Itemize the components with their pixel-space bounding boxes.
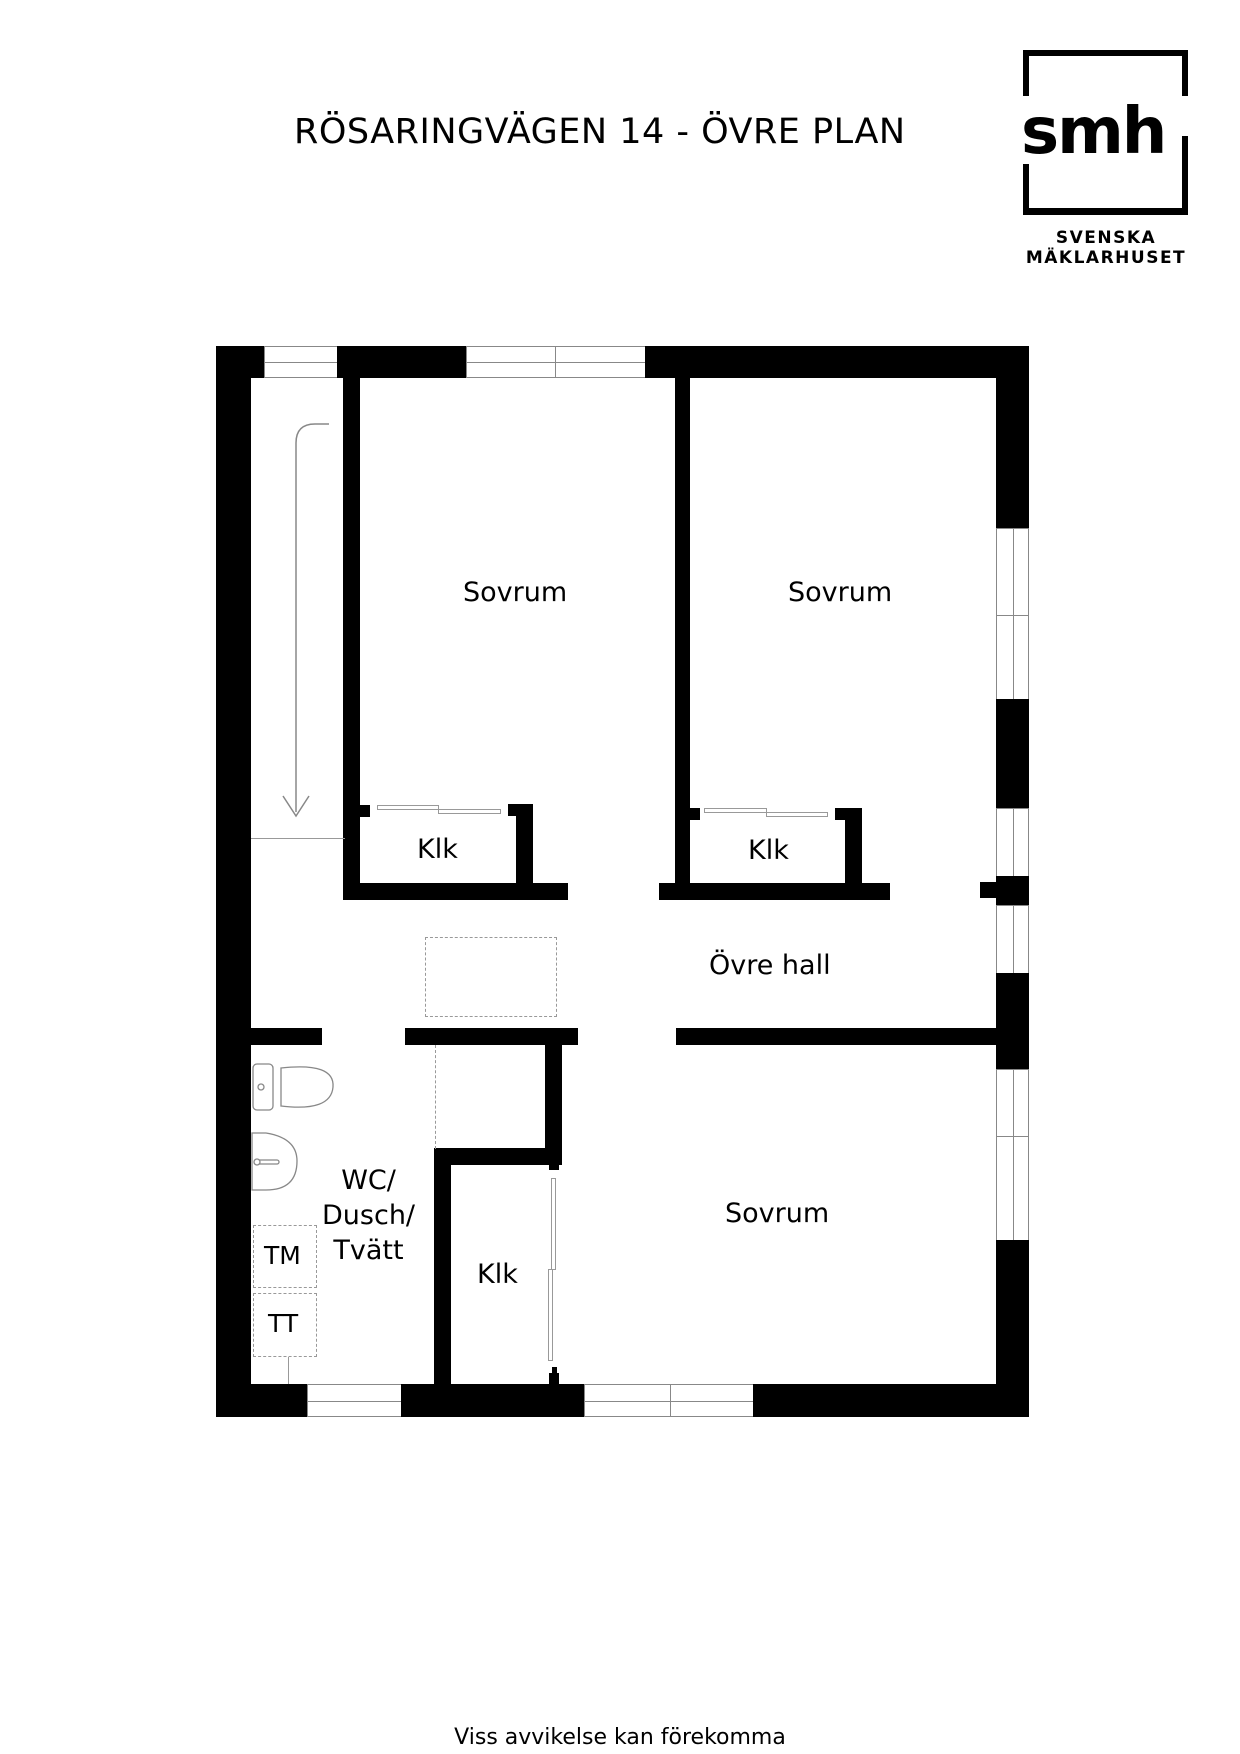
window-top-2 bbox=[466, 346, 646, 378]
closet2-sliding-door-a[interactable] bbox=[704, 808, 767, 813]
room-label-wc: WC/ Dusch/ Tvätt bbox=[322, 1163, 415, 1268]
closet1-door-jamb-r bbox=[508, 804, 520, 816]
window-bottom-1 bbox=[307, 1384, 402, 1417]
logo-line-2: MÄKLARHUSET bbox=[1025, 248, 1187, 268]
closet3-door-jamb-b bbox=[549, 1373, 559, 1385]
wall-stub-right bbox=[980, 882, 1000, 898]
closet2-door-jamb-r bbox=[835, 808, 847, 820]
room-label-klk-2: Klk bbox=[748, 835, 789, 866]
closet3-top-wall bbox=[434, 1148, 562, 1165]
washing-machine bbox=[253, 1225, 317, 1288]
room-label-sovrum-2: Sovrum bbox=[788, 577, 893, 608]
closet1-door-jamb-l bbox=[358, 805, 370, 817]
outer-wall-right-b bbox=[996, 699, 1029, 809]
outer-wall-top-b bbox=[337, 346, 467, 378]
room-label-ovre-hall: Övre hall bbox=[709, 950, 831, 981]
outer-wall-left bbox=[216, 346, 251, 1417]
outer-wall-bottom-b bbox=[401, 1384, 585, 1417]
closet1-right-wall bbox=[516, 804, 533, 900]
hall-bottom-wall bbox=[676, 1028, 996, 1045]
window-bottom-2 bbox=[584, 1384, 754, 1417]
room-label-klk-1: Klk bbox=[417, 834, 458, 865]
stair-arrow-icon bbox=[282, 423, 329, 818]
attic-hatch bbox=[425, 937, 557, 1017]
closet3-sliding-door-b[interactable] bbox=[548, 1269, 553, 1361]
closet1-sliding-door-a[interactable] bbox=[377, 805, 439, 810]
outer-wall-right-d bbox=[996, 973, 1029, 1070]
page-title: RÖSARINGVÄGEN 14 - ÖVRE PLAN bbox=[294, 112, 906, 152]
corridor-wall bbox=[343, 378, 360, 900]
bathroom-top-wall-right bbox=[405, 1028, 578, 1045]
logo-frame-gap bbox=[1182, 96, 1188, 136]
closet2-door-jamb-l bbox=[688, 808, 700, 820]
room-label-wc-line3: Tvätt bbox=[333, 1235, 404, 1266]
window-right-1 bbox=[996, 528, 1029, 700]
logo-wordmark: SVENSKA MÄKLARHUSET bbox=[1016, 228, 1196, 268]
room-label-sovrum-1: Sovrum bbox=[463, 577, 568, 608]
room-label-wc-line1: WC/ bbox=[341, 1165, 396, 1196]
washing-machine-label: TM bbox=[264, 1241, 301, 1270]
window-right-4 bbox=[996, 1069, 1029, 1241]
outer-wall-bottom-a bbox=[216, 1384, 308, 1417]
outer-wall-top-c bbox=[645, 346, 1029, 378]
outer-wall-right-c bbox=[996, 876, 1029, 906]
bath-bottom-line bbox=[288, 1357, 289, 1384]
closet3-upper-wall-v bbox=[545, 1044, 562, 1164]
window-top-1 bbox=[264, 346, 338, 378]
closet3-sliding-door-a[interactable] bbox=[551, 1178, 556, 1270]
outer-wall-bottom-c bbox=[753, 1384, 1029, 1417]
toilet-icon bbox=[252, 1063, 334, 1111]
logo-frame: smh bbox=[1019, 50, 1188, 215]
bedroom-divider-wall bbox=[675, 378, 690, 900]
room-label-klk-3: Klk bbox=[477, 1259, 518, 1290]
room-label-wc-line2: Dusch/ bbox=[322, 1200, 416, 1231]
closet2-bottom-wall bbox=[659, 883, 890, 900]
shower-boundary bbox=[435, 1045, 436, 1149]
closet3-door-jamb-t bbox=[549, 1160, 559, 1170]
room-label-sovrum-3: Sovrum bbox=[725, 1198, 830, 1229]
tumble-dryer-label: TT bbox=[268, 1309, 299, 1338]
sink-icon bbox=[251, 1132, 298, 1191]
closet2-right-wall bbox=[845, 808, 862, 900]
closet1-sliding-door-b[interactable] bbox=[438, 809, 501, 814]
stair-landing-line bbox=[251, 838, 345, 839]
closet3-door-jamb-b2 bbox=[552, 1367, 557, 1374]
bathroom-closet-wall bbox=[434, 1148, 451, 1384]
tumble-dryer bbox=[253, 1293, 317, 1357]
closet1-bottom-wall bbox=[343, 883, 568, 900]
outer-wall-right-a bbox=[996, 346, 1029, 529]
window-right-2 bbox=[996, 808, 1029, 877]
closet2-sliding-door-b[interactable] bbox=[766, 812, 828, 817]
disclaimer: Viss avvikelse kan förekomma bbox=[454, 1725, 786, 1750]
bathroom-top-wall-left bbox=[251, 1028, 322, 1045]
logo-line-1: SVENSKA bbox=[1055, 228, 1157, 248]
outer-wall-top-a bbox=[216, 346, 264, 378]
logo-mark: smh bbox=[1019, 95, 1167, 169]
